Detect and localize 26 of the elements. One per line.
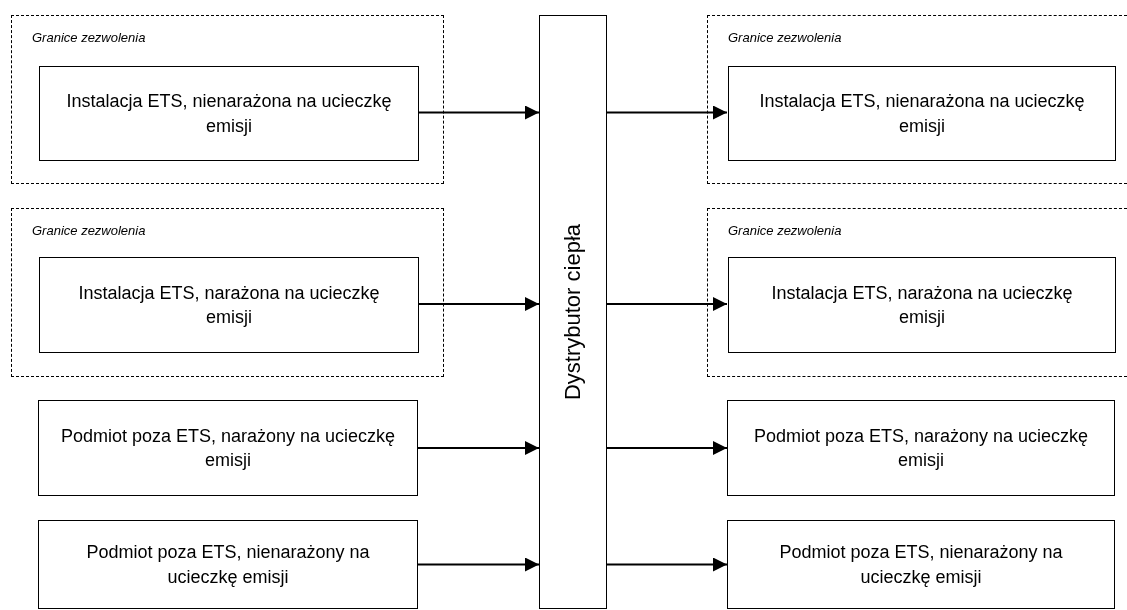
permit-boundary bbox=[707, 208, 1127, 377]
entity-box: Instalacja ETS, nienarażona na ucieczkę emisji bbox=[39, 66, 419, 161]
arrow bbox=[606, 441, 728, 455]
permit-boundary bbox=[707, 15, 1127, 184]
distributor-label: Dystrybutor ciepła bbox=[560, 223, 586, 401]
distributor-bar bbox=[539, 15, 607, 609]
entity-box: Instalacja ETS, narażona na ucieczkę emisji bbox=[728, 257, 1116, 353]
arrow bbox=[417, 105, 540, 120]
boundary-label: Granice zezwolenia bbox=[728, 30, 842, 45]
arrow bbox=[417, 297, 540, 311]
permit-boundary bbox=[11, 15, 444, 184]
entity-box: Podmiot poza ETS, nienarażony na ucieczkę emisji bbox=[38, 520, 418, 609]
entity-box: Instalacja ETS, nienarażona na ucieczkę emisji bbox=[728, 66, 1116, 161]
entity-box: Podmiot poza ETS, nienarażony na ucieczkę emisji bbox=[727, 520, 1115, 609]
entity-box: Instalacja ETS, narażona na ucieczkę emisji bbox=[39, 257, 419, 353]
boundary-label: Granice zezwolenia bbox=[32, 223, 146, 238]
arrow bbox=[417, 557, 540, 572]
entity-box: Podmiot poza ETS, narażony na ucieczkę emisji bbox=[38, 400, 418, 496]
arrow bbox=[606, 557, 728, 572]
arrow bbox=[606, 297, 728, 311]
boundary-label: Granice zezwolenia bbox=[32, 30, 146, 45]
arrow bbox=[606, 105, 728, 120]
arrow bbox=[417, 441, 540, 455]
boundary-label: Granice zezwolenia bbox=[728, 223, 842, 238]
entity-box: Podmiot poza ETS, narażony na ucieczkę emisji bbox=[727, 400, 1115, 496]
permit-boundary bbox=[11, 208, 444, 377]
